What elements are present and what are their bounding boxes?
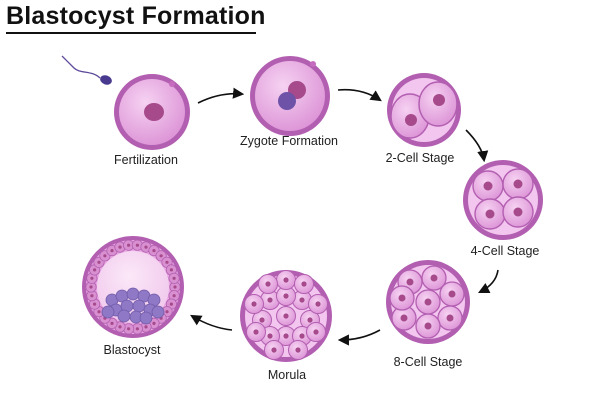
stage-label-morula: Morula (267, 368, 307, 382)
morula-nucleus (265, 281, 271, 287)
two-cell-illustration (387, 73, 461, 147)
trophoblast-nucleus (97, 260, 101, 264)
stage-arrows (190, 87, 499, 346)
morula-nucleus (301, 281, 307, 287)
morula-nucleus (299, 333, 305, 339)
morula-nucleus (251, 301, 257, 307)
trophoblast-nucleus (135, 243, 139, 247)
morula-illustration (240, 270, 332, 362)
stage-label-blastocyst: Blastocyst (103, 343, 161, 357)
trophoblast-nucleus (172, 294, 176, 298)
inner-cell-mass-cell (139, 311, 153, 325)
trophoblast-nucleus (110, 249, 114, 253)
trophoblast-nucleus (90, 294, 94, 298)
sperm-tail (61, 55, 101, 79)
sperm-head (100, 75, 112, 85)
inner-cell-mass-cell (126, 287, 140, 301)
morula-nucleus (271, 347, 277, 353)
polar-body (169, 81, 175, 87)
trophoblast-nucleus (103, 254, 107, 258)
morula-nucleus (283, 333, 289, 339)
polar-body (310, 61, 316, 67)
morula-nucleus (267, 333, 273, 339)
morula-nucleus (313, 329, 319, 335)
inner-cell-mass-cell (132, 299, 146, 313)
male-pronucleus (278, 92, 296, 110)
trophoblast-nucleus (135, 327, 139, 331)
trophoblast-nucleus (118, 325, 122, 329)
morula-nucleus (307, 317, 313, 323)
arrow-2cell-to-4cell (465, 129, 489, 163)
trophoblast-nucleus (93, 302, 97, 306)
stage-label-zygote-formation: Zygote Formation (240, 134, 338, 148)
trophoblast-nucleus (127, 243, 131, 247)
arrow-fertilization-to-zygote (197, 87, 245, 104)
trophoblast-nucleus (110, 321, 114, 325)
trophoblast-nucleus (169, 268, 173, 272)
trophoblast-nucleus (152, 249, 156, 253)
inner-cell-mass-cell (117, 309, 131, 323)
trophoblast-nucleus (165, 260, 169, 264)
trophoblast-nucleus (144, 325, 148, 329)
morula-nucleus (267, 297, 273, 303)
arrow-morula-to-blastocyst (190, 314, 233, 331)
morula-nucleus (295, 347, 301, 353)
morula-nucleus (315, 301, 321, 307)
inner-cell-mass-cell (151, 305, 165, 319)
title-underline (6, 32, 256, 34)
morula-nucleus (283, 277, 289, 283)
trophoblast-nucleus (165, 310, 169, 314)
trophoblast-nucleus (118, 245, 122, 249)
trophoblast-nucleus (159, 254, 163, 258)
trophoblast-nucleus (152, 321, 156, 325)
trophoblast-nucleus (173, 285, 177, 289)
trophoblast-nucleus (97, 310, 101, 314)
morula-nucleus (259, 317, 265, 323)
morula-nucleus (299, 297, 305, 303)
morula-nucleus (283, 293, 289, 299)
zygote-illustration (250, 56, 330, 136)
stage-label-fertilization: Fertilization (114, 153, 178, 167)
morula-nucleus (283, 313, 289, 319)
fertilization-illustration (61, 55, 190, 150)
trophoblast-nucleus (89, 285, 93, 289)
arrow-4cell-to-8cell (477, 269, 499, 294)
trophoblast-nucleus (144, 245, 148, 249)
trophoblast-nucleus (93, 268, 97, 272)
stage-label-8-cell: 8-Cell Stage (393, 355, 463, 369)
trophoblast-nucleus (127, 327, 131, 331)
diagram-title: Blastocyst Formation (6, 2, 266, 30)
blastocyst-illustration (82, 236, 184, 338)
arrow-8cell-to-morula (337, 329, 381, 346)
morula-nucleus (253, 329, 259, 335)
trophoblast-nucleus (172, 276, 176, 280)
arrow-zygote-to-2cell (337, 88, 382, 102)
four-cell-illustration (463, 160, 543, 240)
stage-label-2-cell: 2-Cell Stage (385, 151, 455, 165)
trophoblast-nucleus (169, 302, 173, 306)
egg-nucleus (144, 103, 164, 121)
inner-cell-mass-cell (101, 305, 115, 319)
stage-label-4-cell: 4-Cell Stage (470, 244, 540, 258)
trophoblast-nucleus (90, 276, 94, 280)
eight-cell-illustration (386, 260, 470, 344)
